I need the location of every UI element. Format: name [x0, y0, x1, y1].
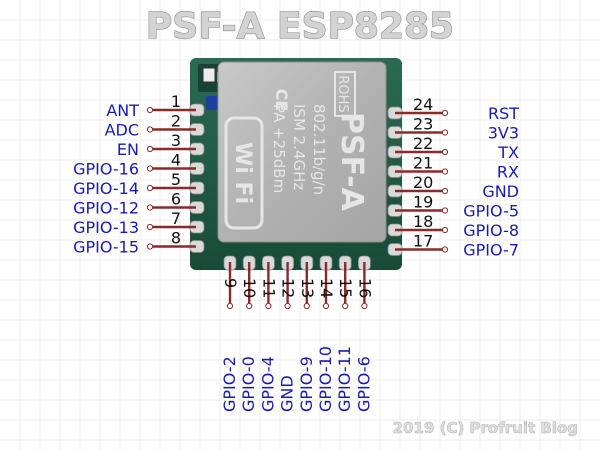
- shield-model: PSF-A: [334, 112, 369, 212]
- rohs-mark: ROHS: [334, 71, 356, 117]
- pin-number: 16: [355, 278, 374, 298]
- pin-number: 7: [171, 209, 181, 228]
- pin-number: 5: [171, 170, 181, 189]
- pin-label: RX: [497, 163, 519, 182]
- pin-endpoint: [441, 168, 449, 175]
- pin-endpoint: [146, 106, 154, 114]
- pin-endpoint: [146, 165, 154, 172]
- ce-mark: CE: [272, 89, 291, 112]
- pin-endpoint: [146, 204, 154, 211]
- pin-label: GPIO-8: [463, 221, 519, 240]
- pin-label: GPIO-14: [73, 179, 139, 198]
- pin-number: 6: [171, 190, 181, 209]
- left-pads: [189, 103, 205, 253]
- pin-number: 23: [413, 115, 433, 134]
- pin-label: GPIO-12: [73, 199, 139, 218]
- pin-endpoint: [441, 129, 449, 136]
- pin-number: 3: [171, 131, 181, 150]
- pin-number: 17: [413, 232, 433, 251]
- rohs-mark-text: ROHS: [335, 75, 350, 112]
- pin-label: ANT: [106, 101, 139, 120]
- wifi-logo-text: Wi Fi: [230, 142, 255, 204]
- pin-endpoint: [441, 109, 449, 117]
- pin-number: 2: [171, 112, 181, 131]
- pin-number: 9: [221, 278, 240, 288]
- diagram-title: PSF-A ESP8285: [146, 6, 454, 47]
- pin-endpoint: [146, 184, 154, 192]
- pin-label: GPIO-16: [73, 160, 139, 179]
- pin-endpoint: [441, 207, 449, 214]
- pin-label: RST: [488, 104, 519, 123]
- pin-label: GPIO-7: [463, 241, 519, 260]
- pin-label: GPIO-15: [73, 238, 139, 257]
- pin-endpoint: [361, 302, 368, 310]
- pin-endpoint: [146, 223, 154, 231]
- pin-endpoint: [265, 302, 272, 310]
- ce-mark-text: CE: [272, 89, 291, 112]
- pin-endpoint: [146, 243, 154, 250]
- wifi-logo: Wi Fi: [224, 116, 264, 230]
- pin-label: GND: [278, 375, 297, 412]
- pin-endpoint: [441, 246, 449, 253]
- metal-shield: [217, 61, 387, 243]
- shield-line3: PA +25dBm: [270, 104, 288, 193]
- pin-label: GPIO-10: [316, 346, 335, 412]
- pin-number: 4: [171, 151, 181, 170]
- pin-label: 3V3: [488, 124, 519, 143]
- smd-component: [202, 67, 216, 83]
- pin-number: 20: [413, 173, 433, 192]
- pin-number: 11: [259, 278, 278, 298]
- pin-number: 14: [317, 278, 336, 298]
- pin-endpoint: [303, 302, 310, 310]
- pin-number: 10: [240, 278, 259, 298]
- pin-label: GPIO-0: [239, 356, 258, 412]
- pin-number: 21: [413, 154, 433, 173]
- pin-endpoint: [284, 302, 291, 310]
- pin-labels: 1ANT2ADC3EN4GPIO-165GPIO-146GPIO-127GPIO…: [73, 92, 519, 412]
- pin-label: GPIO-4: [258, 356, 277, 412]
- pin-endpoint: [146, 126, 154, 133]
- pin-endpoint: [441, 148, 449, 156]
- pin-endpoint: [146, 145, 154, 153]
- pin-label: ADC: [105, 121, 139, 140]
- pin-endpoint: [342, 302, 349, 310]
- pin-number: 18: [413, 212, 433, 231]
- pin-label: GPIO-9: [297, 356, 316, 412]
- pin-number: 12: [279, 278, 298, 298]
- pin-endpoint: [441, 187, 449, 195]
- pin-label: GPIO-2: [220, 356, 239, 412]
- pin-number: 24: [413, 95, 433, 114]
- pin-label: GPIO-13: [73, 218, 139, 237]
- copyright-footer: 2019 (C) Profruit Blog: [393, 419, 578, 437]
- pin-label: GPIO-6: [354, 356, 373, 412]
- pin-number: 22: [413, 134, 433, 153]
- pin-number: 8: [171, 229, 181, 248]
- pin-number: 13: [298, 278, 317, 298]
- pin-number: 1: [171, 92, 181, 111]
- pin-label: GPIO-5: [463, 202, 519, 221]
- shield-markings: PSF-A 802.11b/g/n ISM 2.4GHz PA +25dBm: [270, 104, 369, 212]
- pin-number: 19: [413, 193, 433, 212]
- pin-label: TX: [497, 143, 519, 162]
- pin-label: GND: [482, 182, 519, 201]
- pin-endpoint: [226, 302, 234, 310]
- pin-number: 15: [336, 278, 355, 298]
- pin-endpoint: [246, 302, 253, 310]
- pin-label: EN: [117, 140, 139, 159]
- shield-line1: 802.11b/g/n: [310, 104, 328, 195]
- pin-endpoint: [441, 226, 449, 234]
- shield-line2: ISM 2.4GHz: [290, 104, 308, 190]
- pin-label: GPIO-11: [335, 346, 354, 412]
- pin-endpoint: [322, 302, 330, 310]
